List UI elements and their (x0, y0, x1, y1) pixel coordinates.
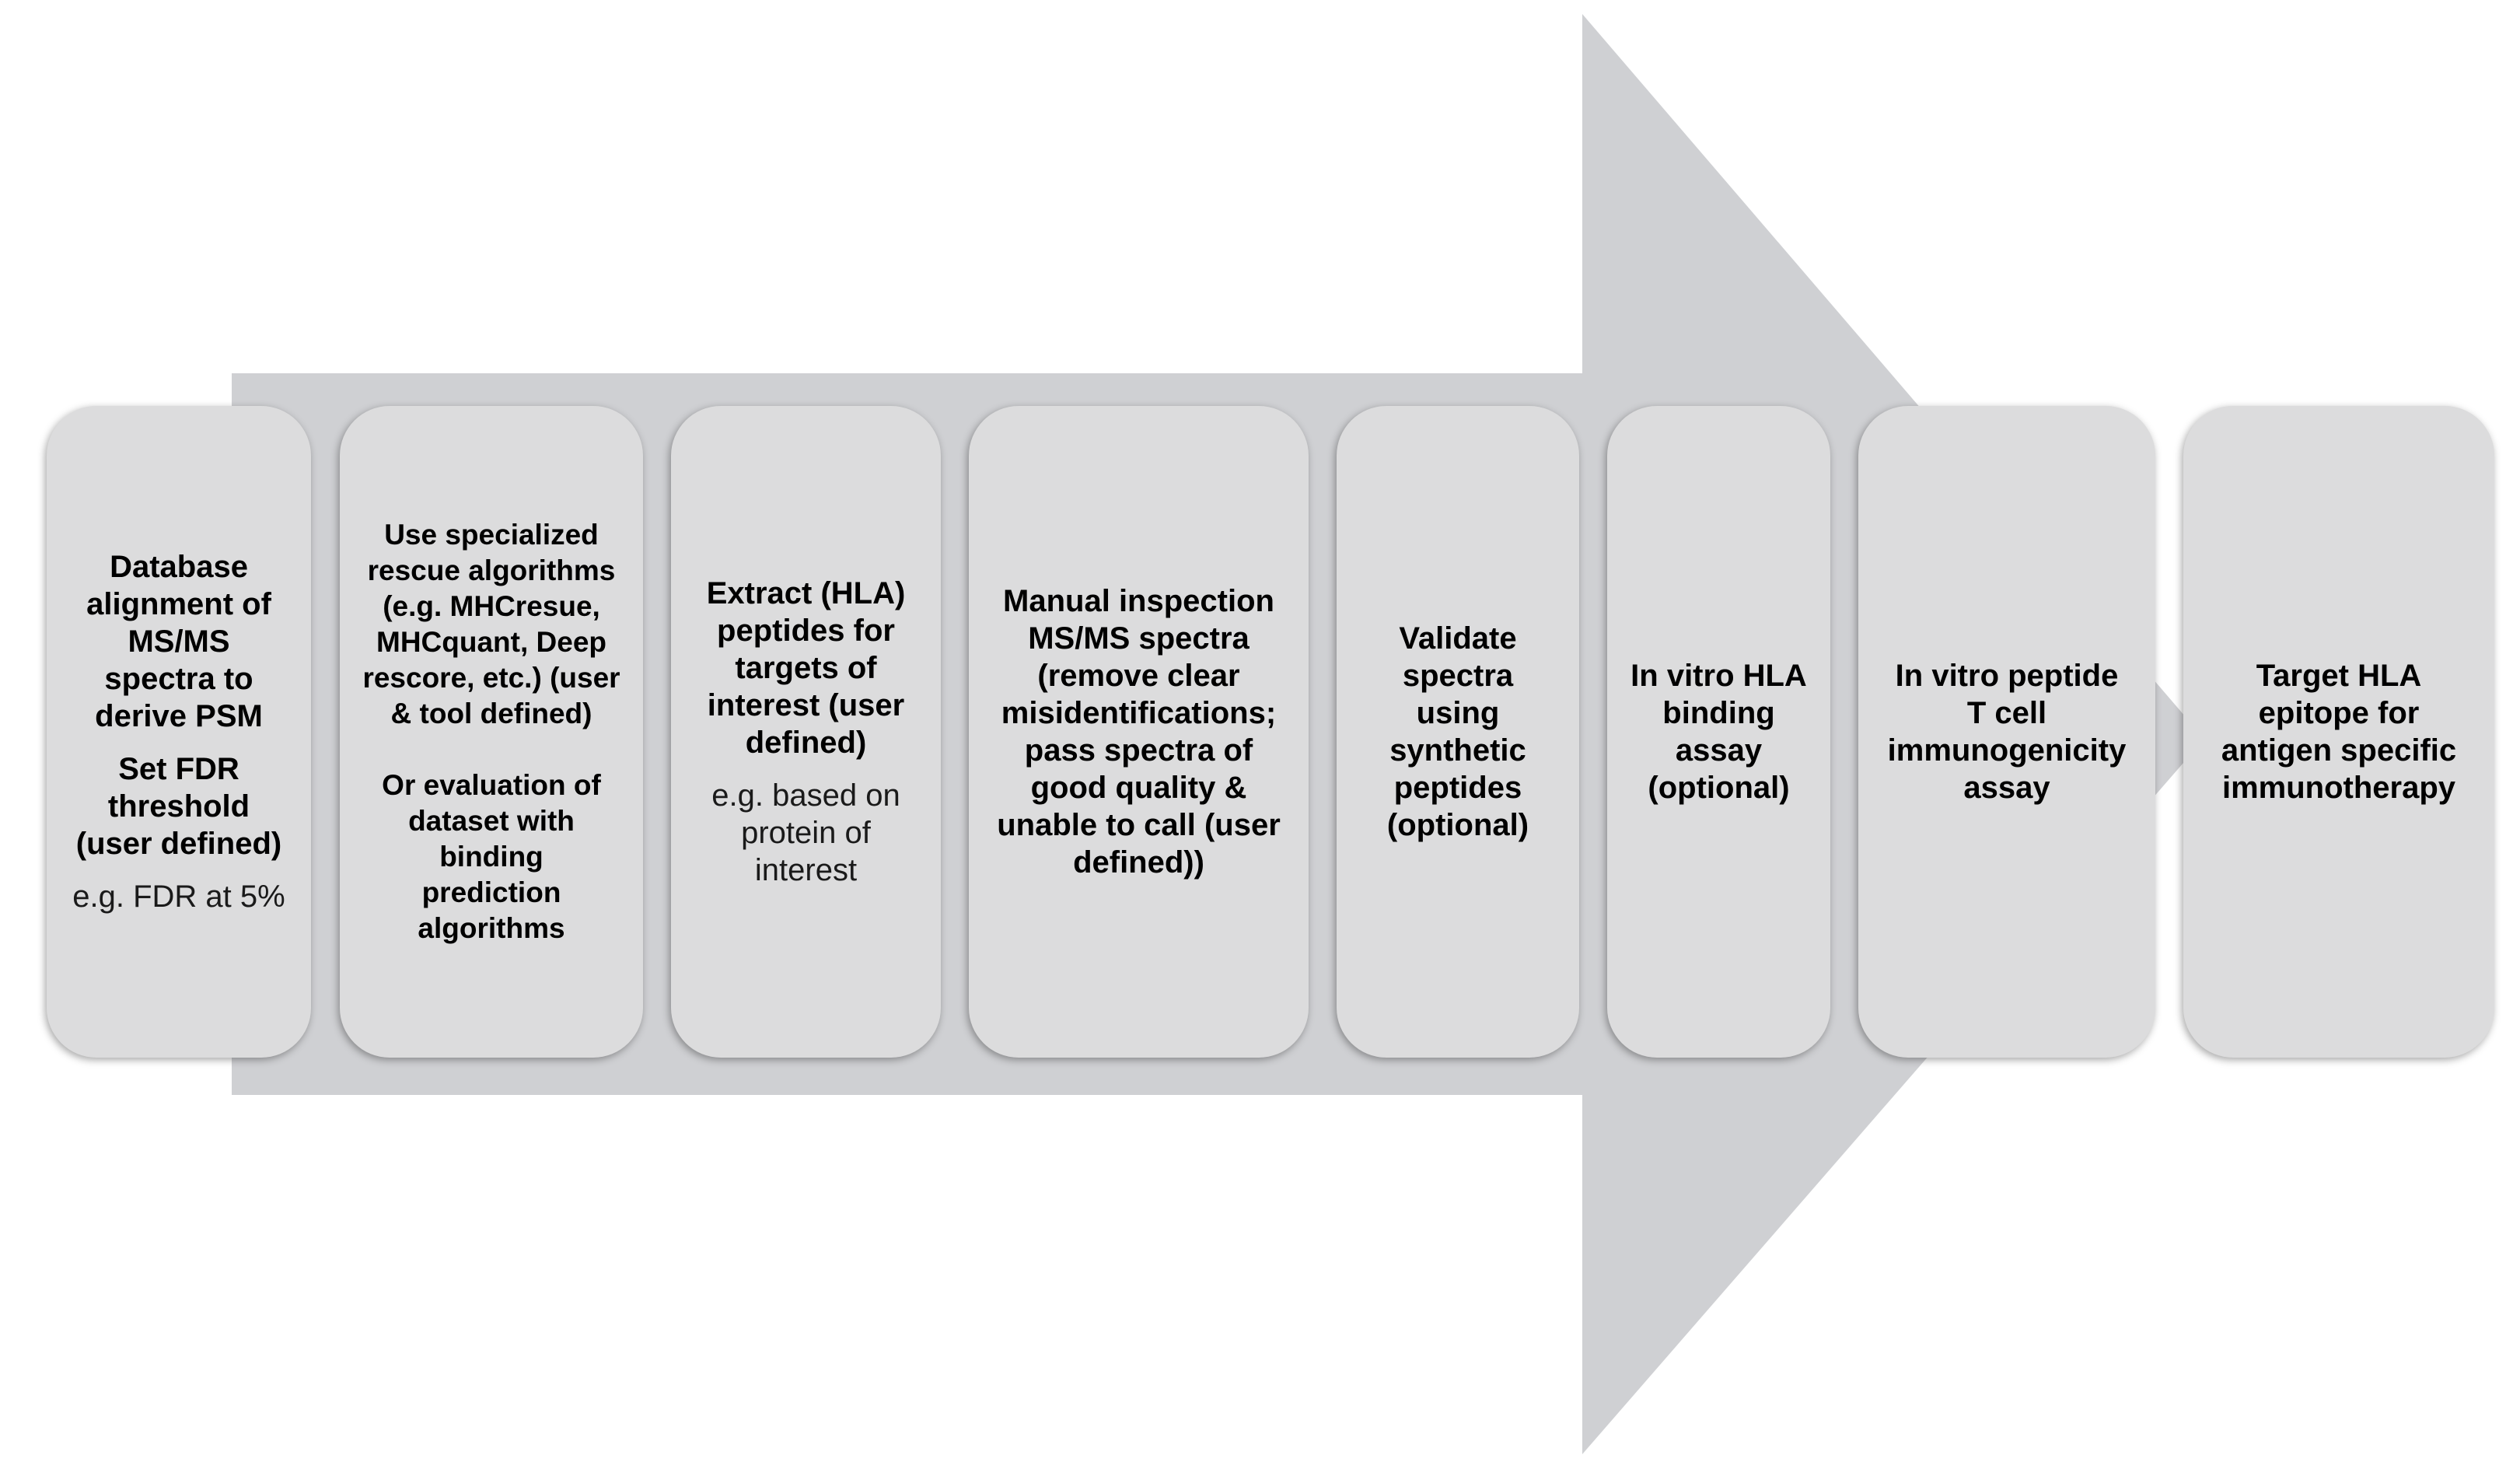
step-title: Database alignment of MS/MS spectra to d… (86, 550, 271, 733)
step-subtitle: Or evaluation of dataset with binding pr… (382, 769, 601, 944)
step-title: In vitro peptide T cell immunogenicity a… (1887, 659, 2127, 805)
step-subtitle: Set FDR threshold (user defined) (75, 752, 282, 861)
step-target-epitope: Target HLA epitope for antigen specific … (2183, 406, 2494, 1058)
step-title: Validate spectra using synthetic peptide… (1386, 621, 1529, 842)
step-title: Use specialized rescue algorithms (e.g. … (362, 519, 620, 729)
step-immunogenicity-assay: In vitro peptide T cell immunogenicity a… (1858, 406, 2155, 1058)
step-validate-spectra: Validate spectra using synthetic peptide… (1337, 406, 1579, 1058)
step-extract-peptides: Extract (HLA) peptides for targets of in… (671, 406, 941, 1058)
step-title: Manual inspection MS/MS spectra (remove … (997, 584, 1281, 880)
step-rescue-algorithms: Use specialized rescue algorithms (e.g. … (340, 406, 643, 1058)
step-title: Extract (HLA) peptides for targets of in… (706, 576, 906, 760)
step-title: Target HLA epitope for antigen specific … (2221, 659, 2457, 805)
step-manual-inspection: Manual inspection MS/MS spectra (remove … (969, 406, 1309, 1058)
step-note: e.g. FDR at 5% (72, 880, 285, 914)
step-title: In vitro HLA binding assay (optional) (1630, 659, 1807, 805)
step-database-alignment: Database alignment of MS/MS spectra to d… (47, 406, 311, 1058)
step-hla-binding-assay: In vitro HLA binding assay (optional) (1607, 406, 1830, 1058)
step-note: e.g. based on protein of interest (711, 778, 900, 887)
